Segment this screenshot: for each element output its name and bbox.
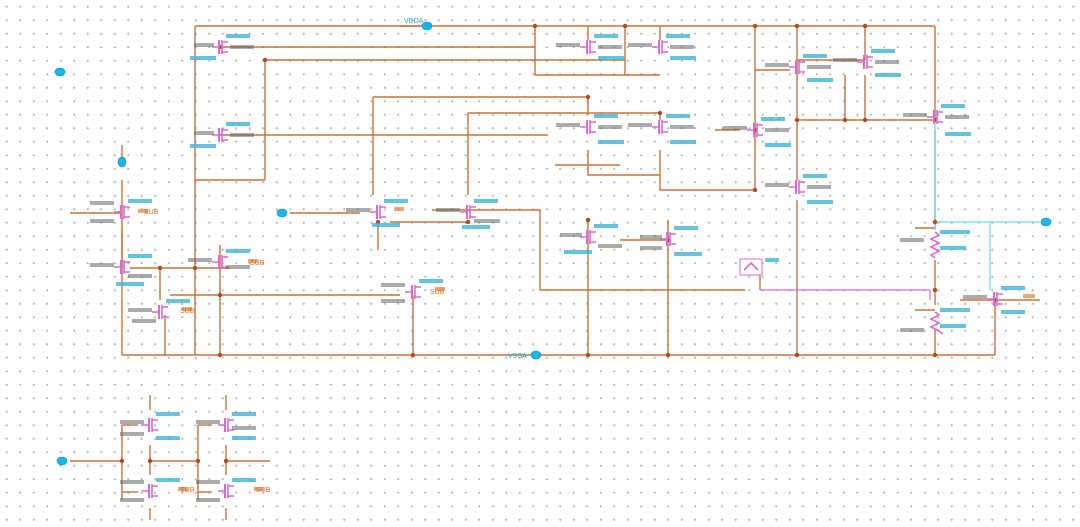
vout-pin[interactable]: [1040, 217, 1052, 227]
transistor-m7[interactable]: [765, 54, 833, 82]
transistor-m2[interactable]: [190, 122, 254, 148]
transistor-m3[interactable]: [556, 34, 624, 60]
transistor-m9[interactable]: [723, 117, 791, 147]
probe-symbol[interactable]: [739, 258, 779, 276]
transistor-array: [90, 34, 1035, 502]
transistor-m15[interactable]: [640, 226, 702, 256]
transistor-m16[interactable]: [90, 199, 152, 223]
transistor-m10[interactable]: [765, 174, 833, 204]
transistor-m6[interactable]: [628, 114, 696, 144]
transistor-m12[interactable]: [346, 199, 408, 227]
transistor-m17[interactable]: [90, 254, 152, 286]
vdda-label: VDDA: [404, 18, 424, 25]
sub-label-1: SUB: [144, 209, 159, 216]
pin-terminals: [54, 21, 1052, 466]
sub-label-5: SUB: [180, 487, 195, 494]
transistor-m22[interactable]: [120, 412, 180, 440]
net-labels: VDDA VSSA SUB SUB SUB SUB SUB SUB: [144, 18, 527, 494]
vssa-pin[interactable]: [530, 350, 542, 360]
transistor-m21[interactable]: [963, 286, 1035, 314]
wire-net: [70, 25, 1040, 520]
left-vertical-pin[interactable]: [117, 145, 127, 168]
ib-pin[interactable]: [54, 67, 66, 77]
transistor-m23[interactable]: [196, 412, 256, 440]
transistor-m5[interactable]: [556, 114, 624, 144]
transistor-m20[interactable]: [381, 279, 445, 303]
transistor-m25[interactable]: [196, 478, 264, 502]
vdda-pin[interactable]: [400, 21, 433, 31]
transistor-m11[interactable]: [903, 104, 971, 136]
transistor-m19[interactable]: [128, 299, 192, 323]
transistor-m13[interactable]: [436, 199, 500, 229]
sub-label-4: SUB: [180, 308, 195, 315]
transistor-m24[interactable]: [120, 478, 188, 502]
transistor-m4[interactable]: [628, 34, 696, 60]
transistor-m14[interactable]: [560, 224, 622, 254]
vin-pin[interactable]: [276, 208, 288, 218]
resistor-upper[interactable]: [900, 230, 970, 259]
transistor-m18[interactable]: [188, 249, 258, 269]
vssa-label: VSSA: [508, 353, 527, 360]
resistor-lower[interactable]: [900, 308, 970, 335]
signal-wires: [760, 120, 1040, 300]
clk-input-pin[interactable]: [56, 456, 68, 466]
transistor-m8[interactable]: [833, 49, 901, 77]
transistor-m1[interactable]: [190, 34, 254, 60]
sub-label-6: SUB: [256, 487, 271, 494]
junction-dots: [119, 23, 998, 464]
sub-label-2: SUB: [250, 260, 265, 267]
sub-label-3: SUB: [430, 289, 445, 296]
